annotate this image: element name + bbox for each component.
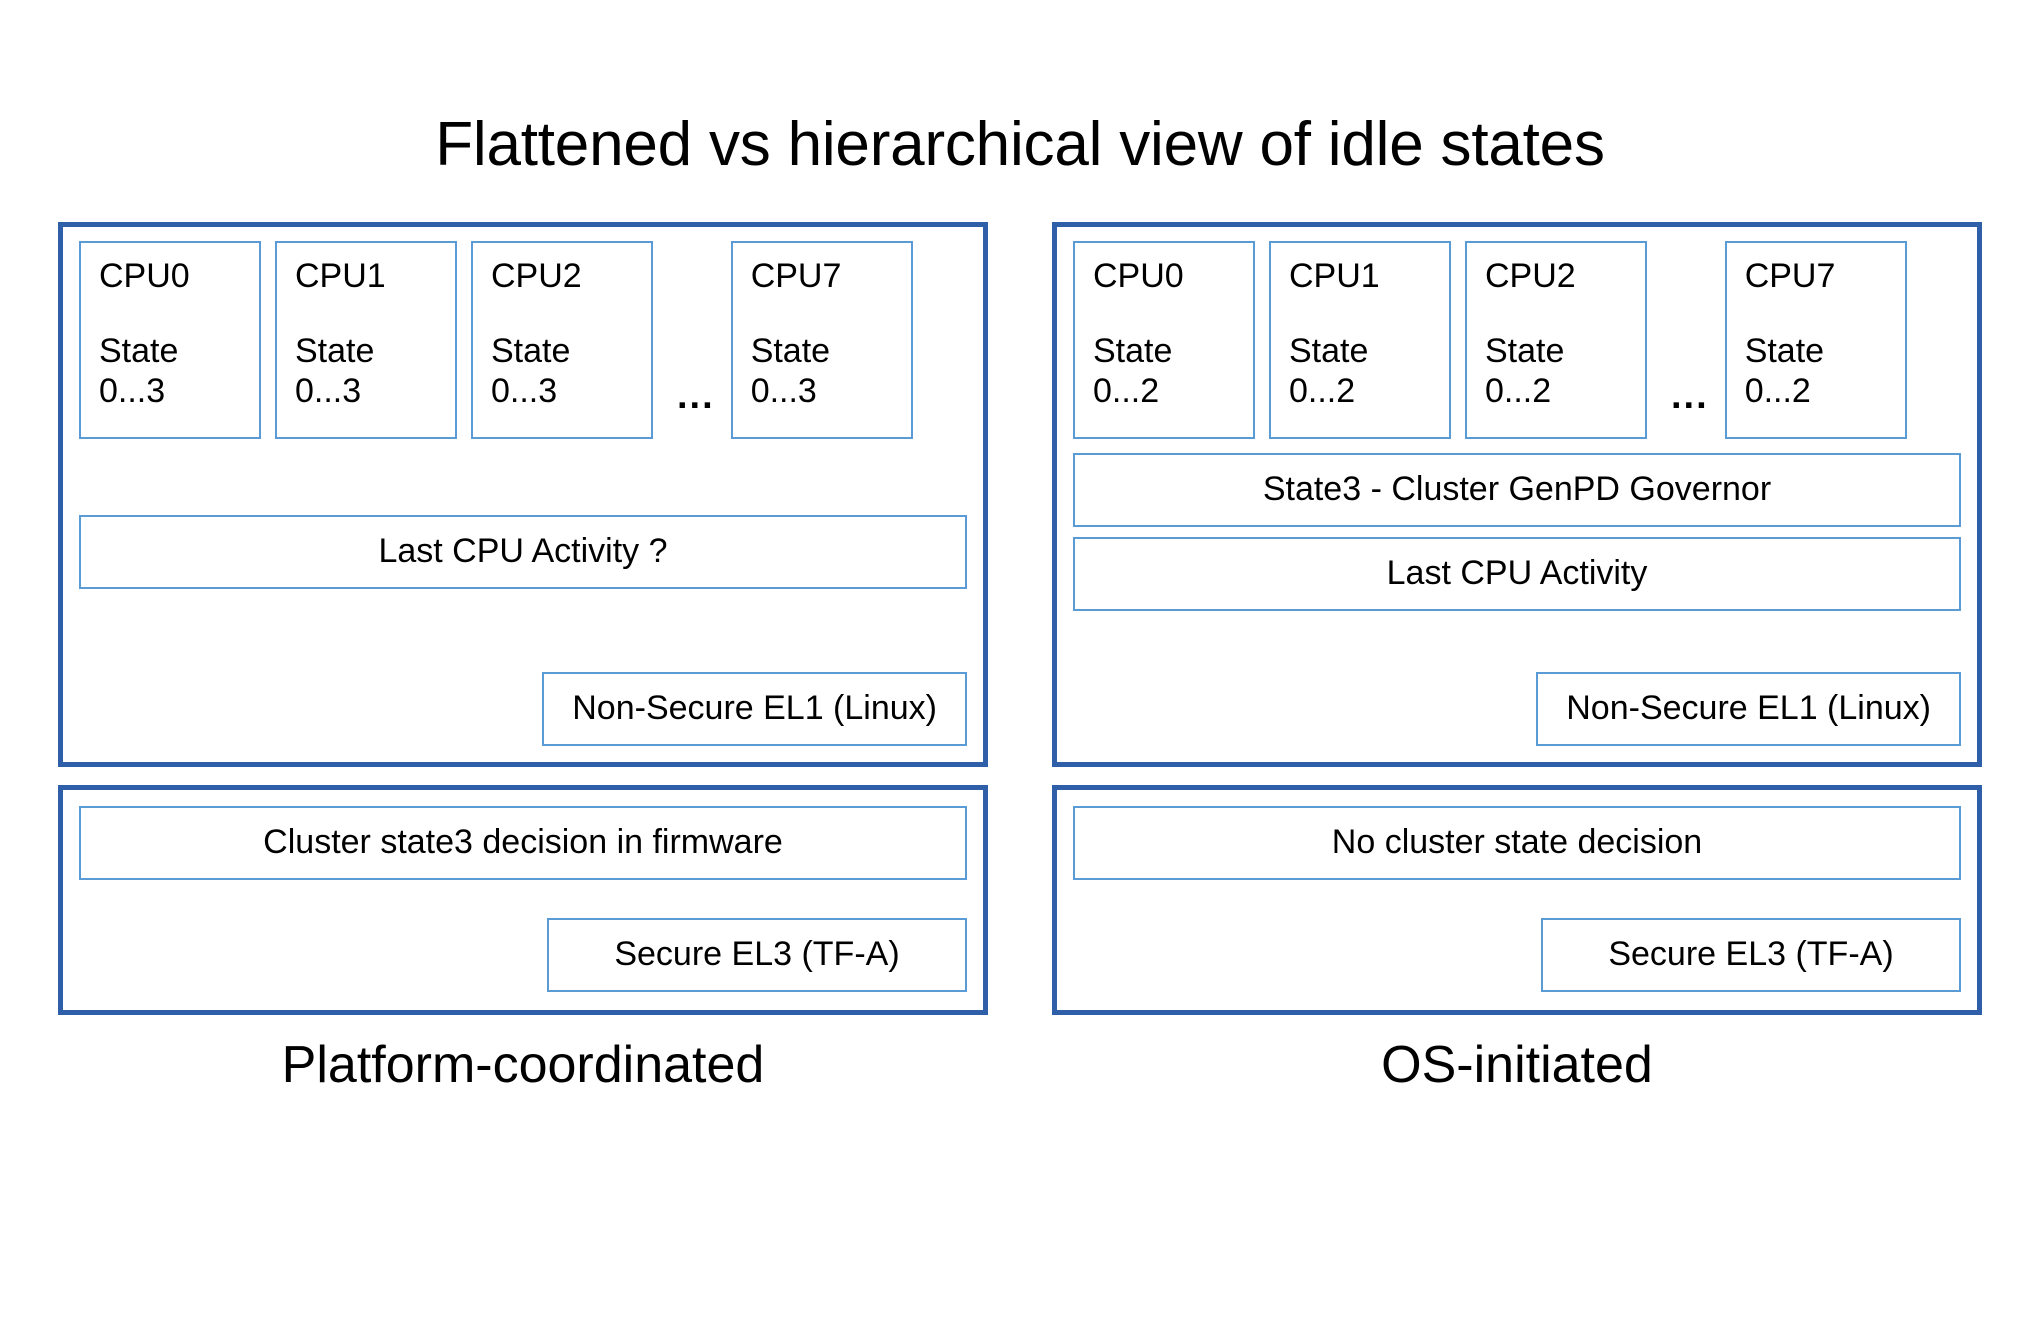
cpu-label: CPU2 <box>491 257 582 295</box>
cpu-state-label: State <box>750 331 831 370</box>
cpu-label: CPU2 <box>1485 257 1576 295</box>
cluster-decision-bar: Cluster state3 decision in firmware <box>79 806 967 880</box>
cpu-ellipsis: ... <box>1671 375 1709 417</box>
os-panel-os-initiated: CPU0 State 0...2 CPU1 State 0...2 <box>1052 222 1982 767</box>
spacer <box>79 439 967 515</box>
cpu-state-label: State <box>295 331 375 370</box>
exception-level-row: Non-Secure EL1 (Linux) <box>79 672 967 746</box>
exception-level-tag-secure-el3: Secure EL3 (TF-A) <box>1541 918 1961 992</box>
cpu-box-cpu0: CPU0 State 0...2 <box>1073 241 1255 439</box>
last-cpu-activity-bar: Last CPU Activity ? <box>79 515 967 589</box>
cpu-box-cpu1: CPU1 State 0...2 <box>1269 241 1451 439</box>
cpu-label: CPU1 <box>295 257 386 295</box>
cpu-state-range: 0...3 <box>295 371 362 410</box>
cpu-state: State 0...2 <box>1093 331 1172 411</box>
cpu-state-range: 0...3 <box>99 371 166 410</box>
column-os-initiated: CPU0 State 0...2 CPU1 State 0...2 <box>1052 222 1982 1094</box>
cpu-state-label: State <box>1485 331 1565 370</box>
exception-level-tag-secure-el3: Secure EL3 (TF-A) <box>547 918 967 992</box>
page-title: Flattened vs hierarchical view of idle s… <box>435 110 1605 179</box>
exception-level-row: Secure EL3 (TF-A) <box>1073 918 1961 992</box>
cpu-box-cpu1: CPU1 State 0...3 <box>275 241 457 439</box>
cpu-state-range: 0...2 <box>1093 371 1160 410</box>
column-caption-platform-coordinated: Platform-coordinated <box>281 1036 765 1094</box>
cpu-state: State 0...2 <box>1289 331 1368 411</box>
exception-level-row: Secure EL3 (TF-A) <box>79 918 967 992</box>
cpu-state-range: 0...2 <box>1744 371 1811 410</box>
cpu-box-cpu2: CPU2 State 0...3 <box>471 241 653 439</box>
cpu-state: State 0...3 <box>751 331 830 411</box>
no-cluster-decision-bar: No cluster state decision <box>1073 806 1961 880</box>
cpu-state: State 0...3 <box>295 331 374 411</box>
cpu-box-cpu7: CPU7 State 0...2 <box>1724 241 1907 439</box>
spacer <box>1073 527 1961 537</box>
exception-level-row: Non-Secure EL1 (Linux) <box>1073 672 1961 746</box>
cpu-state-label: State <box>1289 331 1369 370</box>
cpu-row: CPU0 State 0...3 CPU1 State 0...3 <box>79 241 967 439</box>
cpu-state-label: State <box>1093 331 1173 370</box>
cpu-state-range: 0...2 <box>1289 371 1356 410</box>
cpu-state: State 0...2 <box>1485 331 1564 411</box>
cpu-ellipsis: ... <box>677 375 715 417</box>
column-platform-coordinated: CPU0 State 0...3 CPU1 State 0...3 <box>58 222 988 1094</box>
exception-level-tag-nonsecure-el1: Non-Secure EL1 (Linux) <box>542 672 967 746</box>
panel-filler <box>1073 880 1961 918</box>
panel-filler <box>1073 611 1961 672</box>
cpu-state-range: 0...3 <box>491 371 558 410</box>
cpu-state-label: State <box>99 331 179 370</box>
cpu-state-label: State <box>491 331 571 370</box>
cpu-state-label: State <box>1744 331 1825 370</box>
panel-filler <box>79 589 967 672</box>
cpu-label: CPU7 <box>1744 257 1836 295</box>
cpu-label: CPU1 <box>1289 257 1380 295</box>
exception-level-tag-nonsecure-el1: Non-Secure EL1 (Linux) <box>1536 672 1961 746</box>
cpu-state-range: 0...2 <box>1485 371 1552 410</box>
cpu-state: State 0...2 <box>1745 331 1824 411</box>
panel-filler <box>79 880 967 918</box>
cluster-genpd-governor-bar: State3 - Cluster GenPD Governor <box>1073 453 1961 527</box>
cpu-state: State 0...3 <box>99 331 178 411</box>
os-panel-platform-coordinated: CPU0 State 0...3 CPU1 State 0...3 <box>58 222 988 767</box>
cpu-box-cpu0: CPU0 State 0...3 <box>79 241 261 439</box>
firmware-panel-platform-coordinated: Cluster state3 decision in firmware Secu… <box>58 785 988 1015</box>
cpu-label: CPU0 <box>1093 257 1184 295</box>
diagram-columns: CPU0 State 0...3 CPU1 State 0...3 <box>58 222 1982 1094</box>
cpu-row: CPU0 State 0...2 CPU1 State 0...2 <box>1073 241 1961 439</box>
last-cpu-activity-bar: Last CPU Activity <box>1073 537 1961 611</box>
cpu-box-cpu7: CPU7 State 0...3 <box>730 241 913 439</box>
cpu-label: CPU7 <box>750 257 842 295</box>
firmware-panel-os-initiated: No cluster state decision Secure EL3 (TF… <box>1052 785 1982 1015</box>
cpu-state-range: 0...3 <box>750 371 817 410</box>
cpu-label: CPU0 <box>99 257 190 295</box>
cpu-state: State 0...3 <box>491 331 570 411</box>
spacer <box>1073 439 1961 453</box>
column-caption-os-initiated: OS-initiated <box>1381 1036 1653 1094</box>
cpu-box-cpu2: CPU2 State 0...2 <box>1465 241 1647 439</box>
